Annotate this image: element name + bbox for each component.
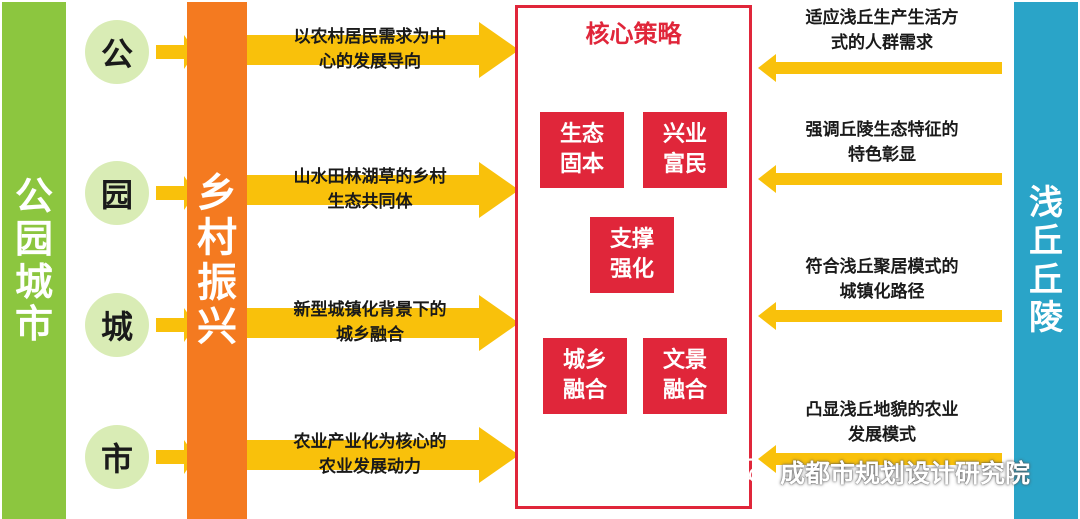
right-statement-1: 适应浅丘生产生活方 式的人群需求 [762,6,1002,56]
core-box-line: 生态 [559,122,604,147]
core-box-line: 固本 [559,152,604,177]
core-box-line: 城乡 [562,348,607,373]
shallow-hill-bar: 浅 丘 丘 陵 [1014,2,1078,519]
statement-line: 强调丘陵生态特征的 [805,120,959,140]
watermark-text: 成都市规划设计研究院 [780,459,1031,488]
left-statement-2: 山水田林湖草的乡村 生态共同体 [250,165,490,215]
statement-line: 城镇化路径 [839,282,925,302]
left-statement-3: 新型城镇化背景下的 城乡融合 [250,298,490,348]
right-bar-char: 丘 [1029,259,1063,300]
left-bar-char: 公 [14,174,53,219]
wechat-icon [738,458,772,485]
core-box-line: 融合 [562,378,607,403]
right-statement-2: 强调丘陵生态特征的 特色彰显 [762,118,1002,168]
statement-line: 农业产业化为核心的 [293,432,447,452]
statement-line: 城乡融合 [336,325,404,345]
core-box-culture: 文景 融合 [643,338,727,414]
statement-line: 发展模式 [848,425,916,445]
right-bar-char: 浅 [1029,183,1063,224]
right-statement-4: 凸显浅丘地貌的农业 发展模式 [762,398,1002,448]
rural-revitalization-bar: 乡 村 振 兴 [187,2,247,519]
watermark: 成都市规划设计研究院 [738,454,1030,490]
core-box-line: 富民 [662,152,707,177]
core-box-urban-rural: 城乡 融合 [543,338,627,414]
left-bar-park-city: 公 园 城 市 [2,2,66,519]
core-box-line: 兴业 [662,122,707,147]
circle-cheng: 城 [85,293,149,357]
left-bar-char: 园 [14,216,53,261]
core-box-line: 文景 [662,348,707,373]
core-box-line: 融合 [662,378,707,403]
core-strategy-title: 核心策略 [585,20,682,48]
statement-line: 符合浅丘聚居模式的 [805,257,959,277]
statement-line: 山水田林湖草的乡村 [293,167,447,187]
circle-yuan: 园 [85,161,149,225]
orange-bar-char: 兴 [197,304,237,351]
short-arrow-1 [156,35,196,69]
circle-shi: 市 [85,425,149,489]
core-box-line: 支撑 [609,227,654,252]
statement-line: 凸显浅丘地貌的农业 [805,400,959,420]
right-arrow-1 [758,54,1002,82]
right-arrow-4 [758,445,1002,473]
statement-line: 式的人群需求 [831,33,933,53]
circle-gong: 公 [85,20,149,84]
short-arrow-2 [156,176,196,210]
core-box-eco: 生态 固本 [540,112,624,188]
core-box-industry: 兴业 富民 [643,112,727,188]
left-bar-char: 市 [14,302,53,347]
left-bar-char: 城 [14,259,53,304]
long-arrow-3 [247,295,519,351]
right-arrow-2 [758,165,1002,193]
orange-bar-char: 振 [197,259,237,306]
core-box-support: 支撑 强化 [590,217,674,293]
short-arrow-4 [156,440,196,474]
core-box-line: 强化 [609,257,654,282]
orange-bar-char: 村 [197,214,237,261]
statement-line: 适应浅丘生产生活方 [805,8,959,28]
statement-line: 农业发展动力 [319,457,421,477]
right-statement-3: 符合浅丘聚居模式的 城镇化路径 [762,255,1002,305]
left-statement-1: 以农村居民需求为中 心的发展导向 [250,25,490,75]
statement-line: 心的发展导向 [319,52,421,72]
statement-line: 以农村居民需求为中 [293,27,447,47]
statement-line: 生态共同体 [327,192,413,212]
right-arrow-3 [758,302,1002,330]
long-arrow-4 [247,427,519,483]
long-arrow-1 [247,22,519,78]
left-statement-4: 农业产业化为核心的 农业发展动力 [250,430,490,480]
orange-bar-char: 乡 [197,169,237,216]
short-arrow-3 [156,308,196,342]
statement-line: 新型城镇化背景下的 [293,300,447,320]
statement-line: 特色彰显 [848,145,916,165]
long-arrow-2 [247,162,519,218]
right-bar-char: 丘 [1029,221,1063,262]
right-bar-char: 陵 [1029,297,1063,338]
